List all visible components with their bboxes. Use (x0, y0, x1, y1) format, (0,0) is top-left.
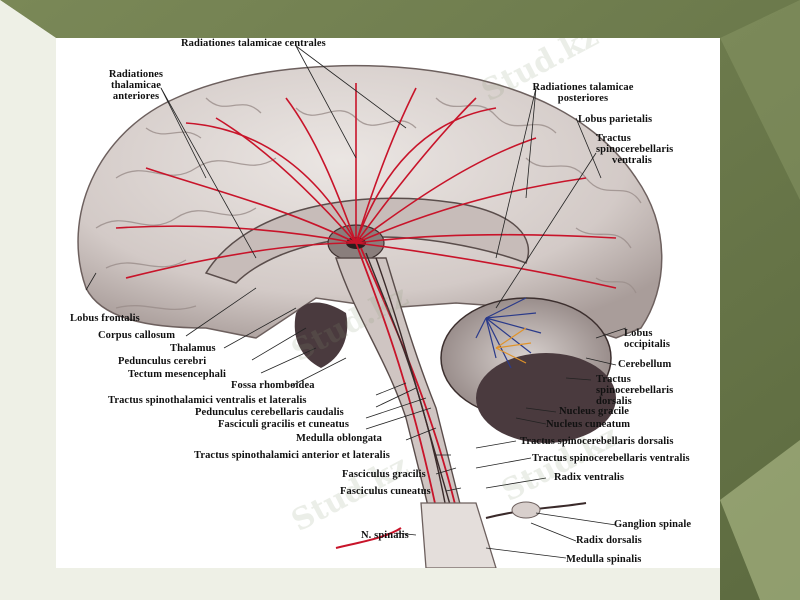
brain-illustration (77, 45, 663, 568)
label-tractus-spinocerebellaris-dorsalis-right: Tractus spinocerebellaris dorsalis (596, 374, 674, 407)
label-thalamus: Thalamus (170, 343, 216, 354)
ganglion-spinale-shape (511, 501, 541, 519)
label-fasciculi-gracilis-et-cuneatus: Fasciculi gracilis et cuneatus (218, 419, 350, 430)
label-radiationes-talamicae-posteriores: Radiationes talamicae posteriores (532, 82, 634, 104)
label-lobus-occipitalis: Lobus occipitalis (624, 328, 671, 350)
medulla-spinalis-shape (420, 502, 497, 568)
anatomy-figure: Stud.kz Stud.kz Stud.kz Stud.kz Radiatio… (56, 38, 720, 568)
label-fasciculus-gracilis: Fasciculus gracilis (342, 469, 426, 480)
label-tractus-spinocerebellaris-ventralis: Tractus spinocerebellaris ventralis (532, 453, 690, 464)
label-radiationes-talamicae-centrales: Radiationes talamicae centrales (181, 38, 326, 49)
cerebellar-tracts-blue (475, 297, 542, 369)
cerebellum-lower (476, 353, 616, 443)
label-lobus-parietalis: Lobus parietalis (578, 114, 653, 125)
label-radix-dorsalis: Radix dorsalis (576, 535, 642, 546)
spinal-tracts-dark (365, 252, 452, 509)
label-fossa-rhomboidea: Fossa rhomboidea (231, 380, 315, 391)
thalamic-radiations (115, 83, 617, 289)
label-tractus-spinocerebellaris-dorsalis: Tractus spinocerebellaris dorsalis (520, 436, 674, 447)
label-pedunculus-cerebellaris-caudalis: Pedunculus cerebellaris caudalis (195, 407, 344, 418)
spinal-nerve (335, 527, 402, 549)
label-pedunculus-cerebri: Pedunculus cerebri (118, 356, 207, 367)
label-cerebellum: Cerebellum (618, 359, 672, 370)
label-radiationes-thalamicae-anteriores: Radiationes thalamicae anteriores (108, 69, 164, 102)
label-tectum-mesencephali: Tectum mesencephali (128, 369, 227, 380)
label-lobus-frontalis: Lobus frontalis (70, 313, 140, 324)
leader-lines (85, 45, 627, 559)
label-medulla-oblongata: Medulla oblongata (296, 433, 383, 444)
label-nucleus-gracile: Nucleus gracile (559, 406, 630, 417)
label-ganglion-spinale: Ganglion spinale (614, 519, 692, 530)
label-tractus-spinocerebellaris-ventralis-top: Tractus spinocerebellaris ventralis (596, 133, 674, 166)
label-nucleus-cuneatum: Nucleus cuneatum (546, 419, 631, 430)
label-corpus-callosum: Corpus callosum (98, 330, 176, 341)
label-tractus-spinothalamici-ventralis: Tractus spinothalamici ventralis et late… (108, 395, 307, 406)
label-n-spinalis: N. spinalis (361, 530, 409, 541)
cerebellar-tracts-orange (495, 327, 532, 364)
label-fasciculus-cuneatus: Fasciculus cuneatus (340, 486, 431, 497)
label-radix-ventralis: Radix ventralis (554, 472, 625, 483)
label-medulla-spinalis: Medulla spinalis (566, 554, 642, 565)
label-tractus-spinothalamici-anterior: Tractus spinothalamici anterior et later… (194, 450, 390, 461)
